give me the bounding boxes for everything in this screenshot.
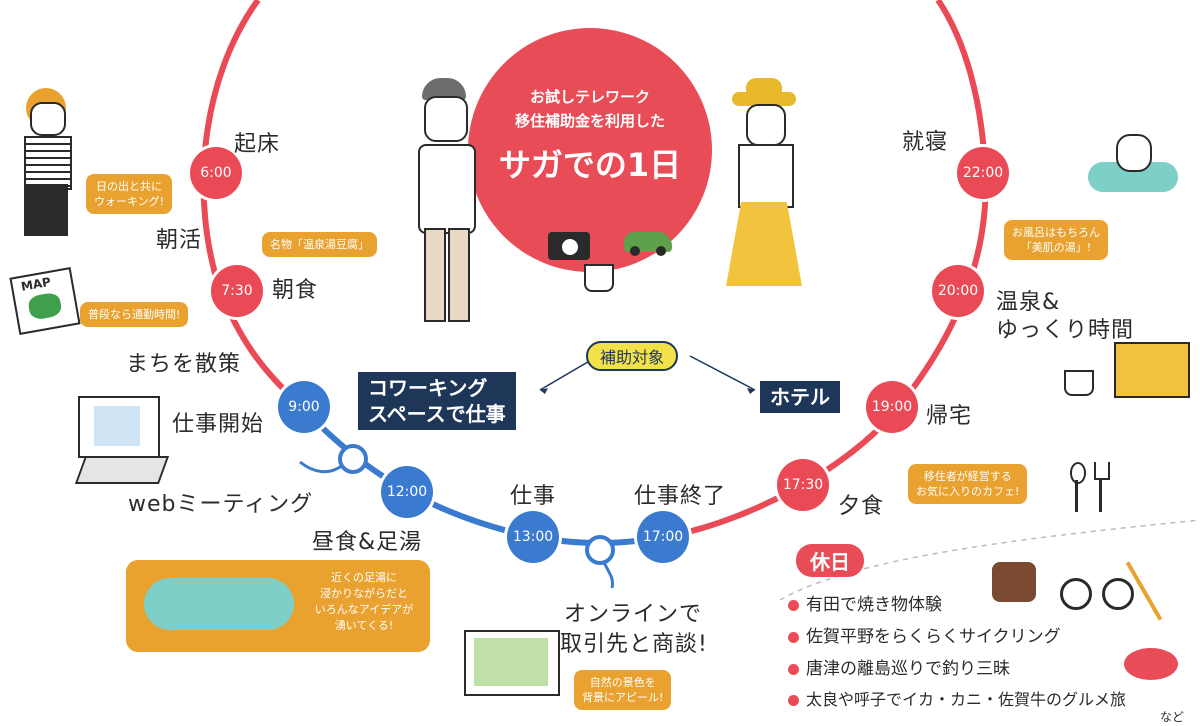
laptop-icon xyxy=(78,396,160,458)
node-1200: 12:00 xyxy=(381,466,433,518)
label-work: 仕事 xyxy=(510,484,557,509)
holiday-item: 唐津の離島巡りで釣り三昧 xyxy=(788,654,1010,679)
holiday-item: 太良や呼子でイカ・カニ・佐賀牛のグルメ旅 xyxy=(788,686,1126,710)
title-line1: お試しテレワーク xyxy=(529,88,650,106)
node-0900: 9:00 xyxy=(278,381,330,433)
label-online: オンラインで xyxy=(564,602,703,627)
holiday-divider xyxy=(779,519,1200,601)
label-onsen-2: ゆっくり時間 xyxy=(996,318,1135,343)
title-line2: 移住補助金を利用した xyxy=(514,112,665,130)
ring-web-meeting xyxy=(338,444,368,474)
bubble-bath-line2: 「美肌の湯」! xyxy=(1020,241,1092,254)
bubble-scenery-line1: 自然の景色を xyxy=(589,676,656,689)
camera-icon xyxy=(548,232,590,260)
coffee-cup-icon xyxy=(584,264,614,292)
node-1700: 17:00 xyxy=(637,511,689,563)
bubble-cafe-line1: 移住者が経営する xyxy=(923,470,1012,483)
holiday-item-text: 有田で焼き物体験 xyxy=(806,595,942,615)
label-return: 帰宅 xyxy=(926,404,973,429)
bubble-bath-line1: お風呂はもちろん xyxy=(1012,226,1100,239)
label-work-end: 仕事終了 xyxy=(634,484,727,509)
coworking-line1: コワーキング xyxy=(368,376,488,400)
fork-spoon-icon xyxy=(1066,462,1112,514)
holiday-item-text: 佐賀平野をらくらくサイクリング xyxy=(806,627,1061,647)
bubble-walking-line1: 日の出と共に xyxy=(96,180,163,193)
holiday-section: 休日 有田で焼き物体験 佐賀平野をらくらくサイクリング 唐津の離島巡りで釣り三昧… xyxy=(780,540,1200,726)
label-onsen-1: 温泉& xyxy=(996,290,1061,315)
ring-online xyxy=(585,535,615,565)
node-1730: 17:30 xyxy=(777,459,829,511)
bullet-dot-icon xyxy=(788,631,799,643)
bubble-walking-line2: ウォーキング! xyxy=(94,195,165,208)
title-circle: お試しテレワーク 移住補助金を利用した サガでの1日 xyxy=(468,28,712,272)
node-2200: 22:00 xyxy=(957,147,1009,199)
tablet-scenery-icon xyxy=(464,630,560,696)
node-1900: 19:00 xyxy=(866,381,918,433)
title-line3: サガでの1日 xyxy=(498,146,682,184)
holiday-item-text: 唐津の離島巡りで釣り三昧 xyxy=(806,659,1010,679)
label-morning-act: 朝活 xyxy=(156,228,203,253)
footbath-box: 近くの足湯に 浸かりながらだと いろんなアイデアが 湧いてくる! xyxy=(126,560,430,652)
bubble-scenery: 自然の景色を 背景にアピール! xyxy=(574,670,672,710)
bullet-dot-icon xyxy=(788,599,799,611)
label-breakfast: 朝食 xyxy=(272,278,319,303)
node-0730: 7:30 xyxy=(211,265,263,317)
footbath-line3: いろんなアイデアが xyxy=(314,603,414,616)
holiday-etc: など xyxy=(1160,710,1185,724)
arc-red-left xyxy=(200,0,303,408)
label-web-meeting: webミーティング xyxy=(128,492,314,517)
bubble-walking: 日の出と共に ウォーキング! xyxy=(86,174,173,214)
bubble-tofu: 名物「温泉湯豆腐」 xyxy=(262,232,377,257)
book-icon xyxy=(1114,342,1190,398)
label-work-start: 仕事開始 xyxy=(172,412,265,437)
map-icon: MAP xyxy=(9,267,81,335)
label-sleep: 就寝 xyxy=(902,130,949,155)
tea-cup-icon xyxy=(1064,370,1094,396)
footbath-water-icon xyxy=(144,578,294,630)
bubble-bath: お風呂はもちろん 「美肌の湯」! xyxy=(1004,220,1108,260)
label-stroll: まちを散策 xyxy=(126,352,242,377)
footbath-line4: 湧いてくる! xyxy=(334,619,394,632)
subsidy-tag: 補助対象 xyxy=(586,341,679,371)
crab-icon xyxy=(1124,648,1178,680)
pottery-wheel-icon xyxy=(992,562,1036,602)
label-wake: 起床 xyxy=(234,132,281,157)
arc-red-right xyxy=(662,0,989,540)
keyboard-icon xyxy=(74,456,170,484)
coworking-line2: スペースで仕事 xyxy=(368,402,506,426)
node-0600: 6:00 xyxy=(190,147,242,199)
coworking-box: コワーキング スペースで仕事 xyxy=(358,372,516,430)
bubble-commute: 普段なら通勤時間! xyxy=(80,302,189,327)
car-icon xyxy=(624,232,672,256)
bullet-dot-icon xyxy=(788,663,799,675)
holiday-item: 有田で焼き物体験 xyxy=(788,590,942,615)
man-traveler-icon xyxy=(414,78,478,328)
bath-person-icon xyxy=(1088,126,1178,196)
map-icon-text: MAP xyxy=(19,274,52,294)
bubble-cafe-line2: お気に入りのカフェ! xyxy=(916,485,1020,498)
label-online-2: 取引先と商談! xyxy=(560,632,708,657)
node-2000: 20:00 xyxy=(932,265,984,317)
woman-traveler-icon xyxy=(718,78,808,318)
arrow-right xyxy=(689,355,756,391)
label-dinner: 夕食 xyxy=(838,494,885,519)
hotel-box: ホテル xyxy=(760,381,840,413)
bullet-dot-icon xyxy=(788,695,799,706)
footbath-line1: 近くの足湯に xyxy=(331,571,397,584)
footbath-text: 近くの足湯に 浸かりながらだと いろんなアイデアが 湧いてくる! xyxy=(302,570,426,634)
arrow-right-head xyxy=(747,388,755,394)
node-1300: 13:00 xyxy=(507,511,559,563)
arrow-left-head xyxy=(540,388,548,394)
footbath-line2: 浸かりながらだと xyxy=(320,587,408,600)
bicycle-icon xyxy=(1060,574,1134,610)
holiday-title: 休日 xyxy=(796,544,864,577)
bubble-cafe: 移住者が経営する お気に入りのカフェ! xyxy=(908,464,1028,504)
label-lunch: 昼食&足湯 xyxy=(312,530,423,555)
girl-walking-icon xyxy=(14,88,78,238)
holiday-item-text: 太良や呼子でイカ・カニ・佐賀牛のグルメ旅 xyxy=(806,690,1127,709)
holiday-item: 佐賀平野をらくらくサイクリング xyxy=(788,622,1061,647)
bubble-scenery-line2: 背景にアピール! xyxy=(582,691,664,704)
